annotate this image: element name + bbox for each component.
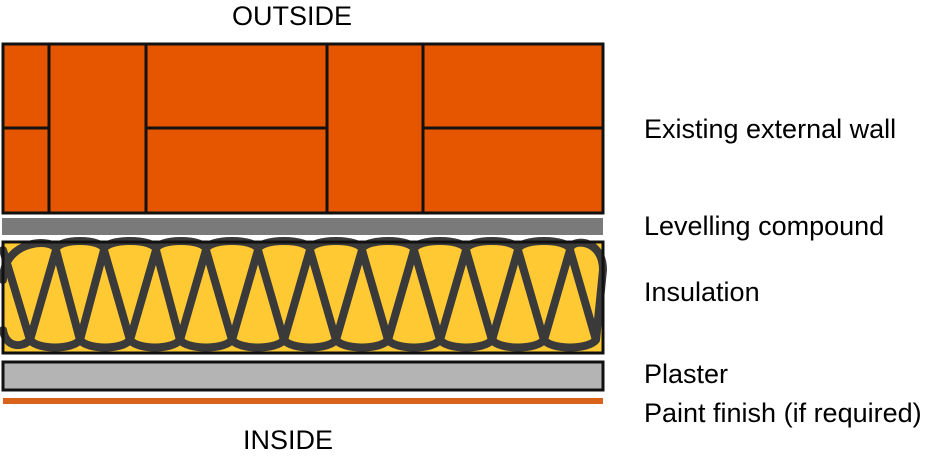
outside-label: OUTSIDE [232, 1, 353, 31]
label-paint-finish: Paint finish (if required) [644, 398, 922, 428]
label-insulation: Insulation [644, 277, 760, 307]
inside-label: INSIDE [243, 425, 334, 455]
label-plaster: Plaster [644, 359, 729, 389]
levelling-compound-layer [2, 218, 603, 235]
insulation-border [1, 240, 605, 355]
paint-finish-layer [3, 398, 603, 404]
brick-wall [1, 42, 605, 215]
plaster-layer [1, 360, 605, 392]
insulation-coil [0, 237, 607, 352]
label-existing-external-wall: Existing external wall [644, 114, 897, 144]
label-levelling-compound: Levelling compound [644, 211, 885, 241]
insulation-layer [0, 237, 607, 355]
